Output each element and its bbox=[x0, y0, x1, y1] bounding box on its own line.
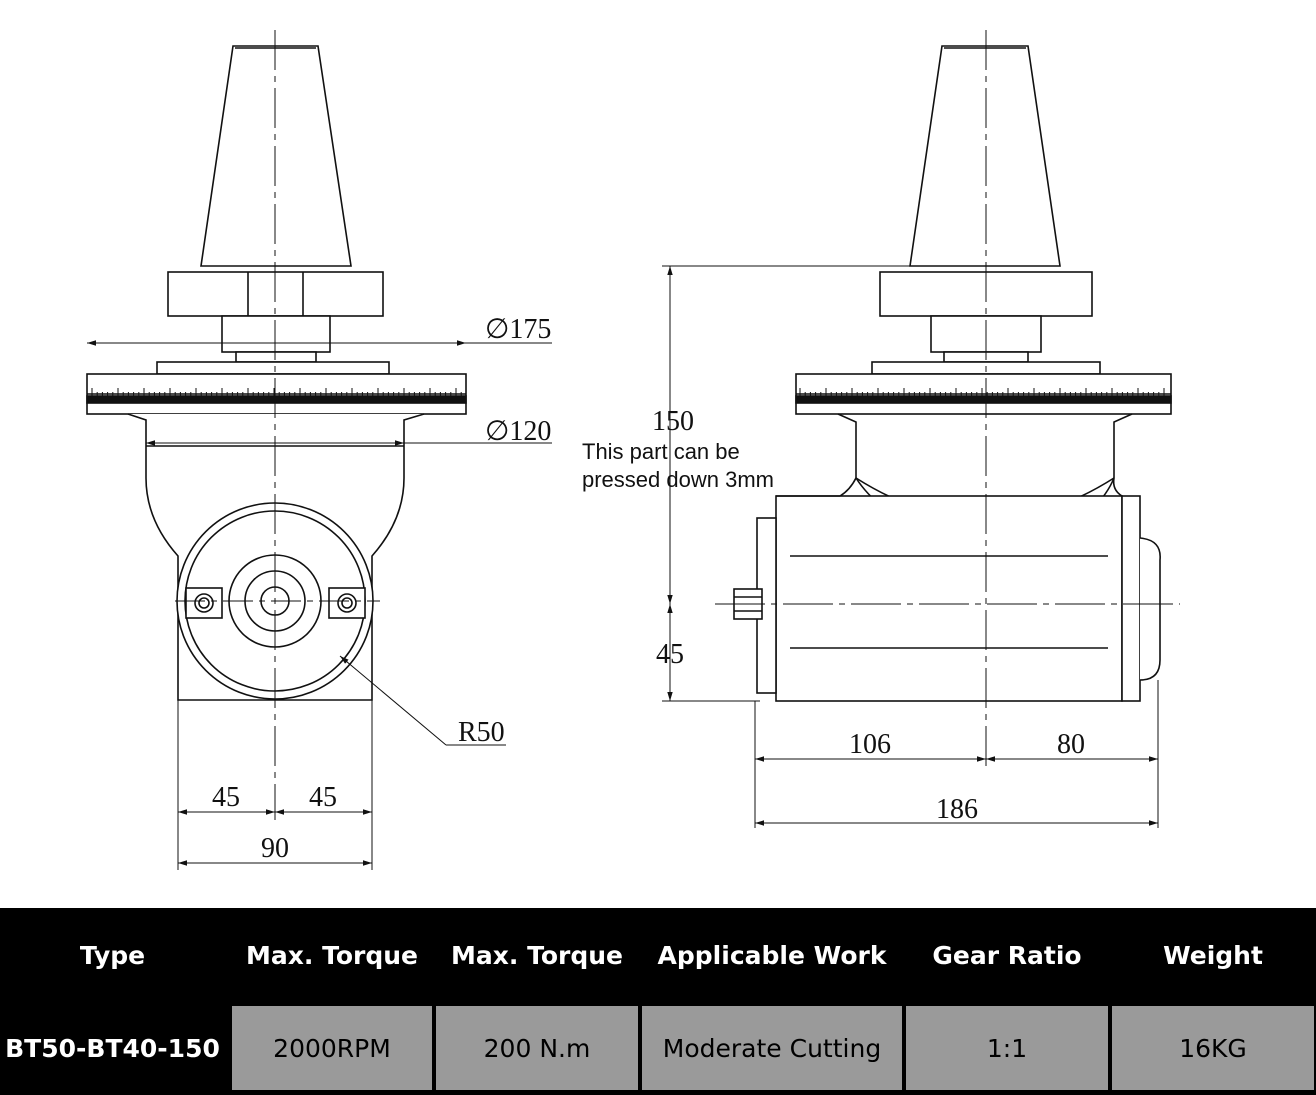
front-centerlines bbox=[175, 30, 380, 820]
side-view bbox=[733, 45, 1172, 702]
side-centerlines bbox=[715, 30, 1180, 770]
dim-axis-height: 45 bbox=[656, 639, 684, 670]
key-block-right bbox=[328, 587, 366, 619]
value-max-torque: 200 N.m bbox=[436, 1006, 638, 1090]
header-type: Type bbox=[2, 912, 223, 998]
dim-total-length: 186 bbox=[936, 794, 978, 825]
dim-width: 90 bbox=[261, 833, 289, 864]
dim-left-half: 45 bbox=[212, 782, 240, 813]
front-view bbox=[86, 45, 467, 701]
side-taper-shank bbox=[909, 45, 1061, 267]
header-max-speed: Max. Torque bbox=[232, 912, 432, 998]
technical-drawing: ∅175 ∅120 R50 45 45 90 bbox=[86, 30, 1180, 870]
dim-right-length: 80 bbox=[1057, 729, 1085, 760]
front-dimensions bbox=[87, 340, 552, 870]
dim-height: 150 bbox=[652, 406, 694, 437]
header-weight: Weight bbox=[1112, 912, 1314, 998]
note-line-1: This part can be bbox=[582, 439, 740, 464]
dim-left-length: 106 bbox=[849, 729, 891, 760]
value-weight: 16KG bbox=[1112, 1006, 1314, 1090]
header-max-torque: Max. Torque bbox=[436, 912, 638, 998]
value-max-speed: 2000RPM bbox=[232, 1006, 432, 1090]
note-line-2: pressed down 3mm bbox=[582, 467, 774, 492]
dim-flange-diameter: ∅175 bbox=[485, 314, 551, 345]
flange-graduation-front bbox=[91, 388, 462, 396]
dim-radius: R50 bbox=[458, 717, 505, 748]
header-applicable-work: Applicable Work bbox=[642, 912, 902, 998]
value-type: BT50-BT40-150 bbox=[2, 1006, 223, 1090]
side-dimensions bbox=[662, 265, 1159, 828]
spec-table: Type Max. Torque Max. Torque Applicable … bbox=[0, 908, 1316, 1095]
dim-body-diameter: ∅120 bbox=[485, 416, 551, 447]
dim-right-half: 45 bbox=[309, 782, 337, 813]
taper-shank bbox=[200, 45, 352, 267]
side-housing-body bbox=[775, 495, 1123, 702]
flange-graduation-side bbox=[799, 388, 1165, 396]
value-applicable-work: Moderate Cutting bbox=[642, 1006, 902, 1090]
key-block-left bbox=[185, 587, 223, 619]
header-gear-ratio: Gear Ratio bbox=[906, 912, 1108, 998]
value-gear-ratio: 1:1 bbox=[906, 1006, 1108, 1090]
